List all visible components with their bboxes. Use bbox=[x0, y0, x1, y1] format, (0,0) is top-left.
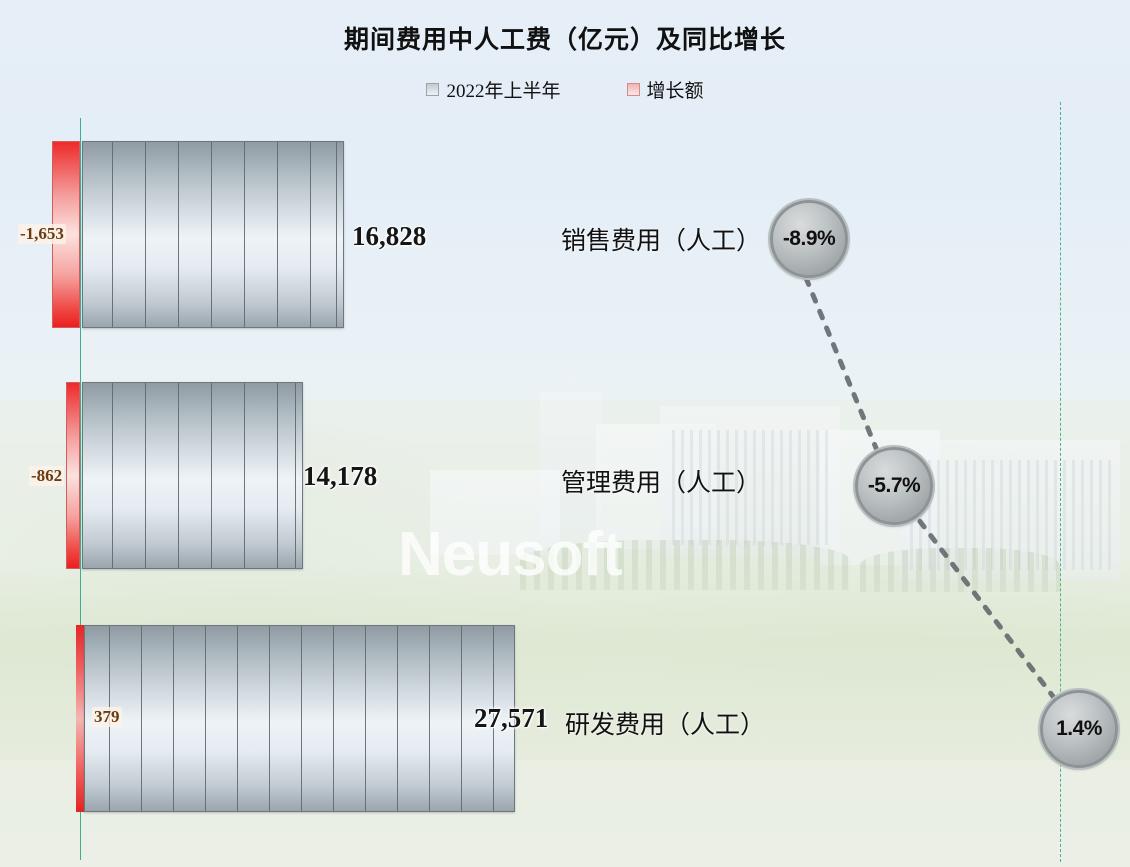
legend-item-growth[interactable]: 增长额 bbox=[626, 76, 704, 103]
background-building bbox=[430, 470, 560, 555]
legend-swatch-red-icon bbox=[626, 83, 640, 96]
legend-swatch-gray-icon bbox=[426, 83, 440, 96]
value-label-1: 16,828 bbox=[352, 221, 427, 251]
growth-value-label-1: -1,653 bbox=[18, 224, 66, 244]
legend-label: 增长额 bbox=[646, 81, 704, 102]
zero-axis-line bbox=[80, 118, 81, 860]
growth-rate-text-1: -8.9% bbox=[782, 227, 836, 250]
legend-item-baseline[interactable]: 2022年上半年 bbox=[426, 76, 561, 103]
legend-label: 2022年上半年 bbox=[446, 81, 561, 102]
chart-legend: 2022年上半年 增长额 bbox=[0, 76, 1130, 103]
growth-value-label-2: -862 bbox=[29, 466, 65, 486]
neusoft-watermark: Neusoft bbox=[398, 520, 623, 589]
value-label-2: 14,178 bbox=[303, 461, 378, 491]
growth-segment-3[interactable] bbox=[76, 625, 84, 812]
category-label-2: 管理费用（人工） bbox=[561, 470, 762, 497]
growth-rate-badge-2[interactable]: -5.7% bbox=[855, 447, 933, 525]
chart-title: 期间费用中人工费（亿元）及同比增长 bbox=[343, 27, 786, 54]
value-bar-2[interactable] bbox=[82, 382, 303, 569]
value-label-3: 27,571 bbox=[474, 703, 549, 733]
value-bar-3[interactable] bbox=[84, 625, 515, 812]
growth-rate-text-3: 1.4% bbox=[1056, 717, 1102, 740]
growth-segment-2[interactable] bbox=[66, 382, 80, 569]
growth-rate-text-2: -5.7% bbox=[867, 474, 921, 497]
growth-rate-badge-3[interactable]: 1.4% bbox=[1040, 690, 1118, 768]
value-bar-1[interactable] bbox=[82, 141, 344, 328]
growth-rate-badge-1[interactable]: -8.9% bbox=[770, 200, 848, 278]
category-label-3: 研发费用（人工） bbox=[565, 712, 766, 739]
category-label-1: 销售费用（人工） bbox=[561, 228, 762, 255]
growth-value-label-3: 379 bbox=[92, 707, 122, 727]
